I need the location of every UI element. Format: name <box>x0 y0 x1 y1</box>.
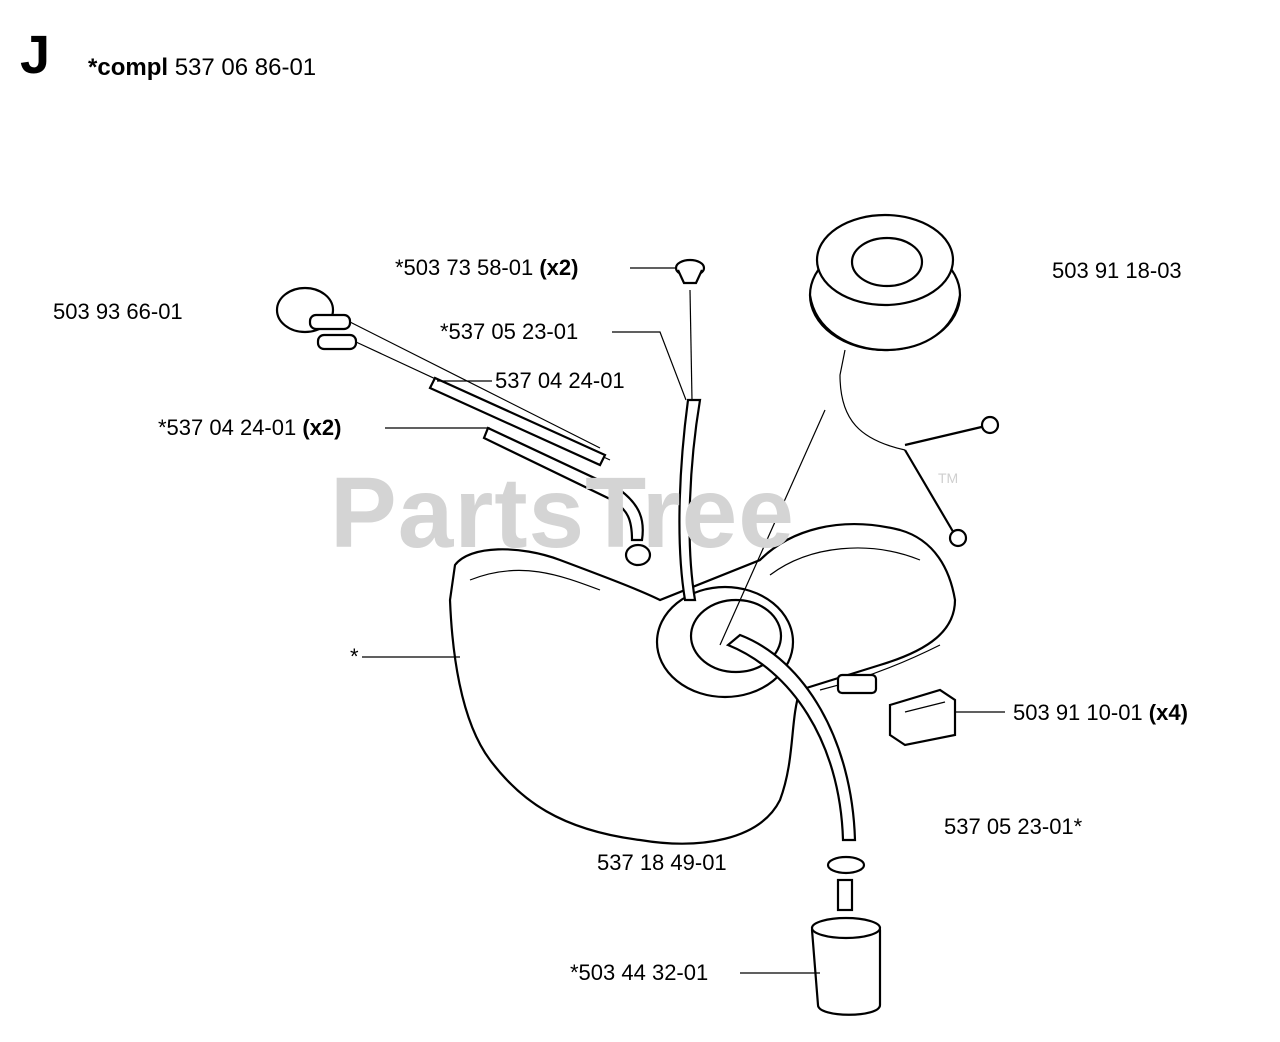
part-number: 537 18 49-01 <box>597 850 727 875</box>
compl-number: 537 06 86-01 <box>174 54 317 81</box>
parts-tree-watermark: PartsTree <box>330 457 795 569</box>
breather-valve <box>674 258 706 285</box>
part-number: 503 91 10-01 <box>1013 700 1143 725</box>
label-primer-bulb[interactable]: 503 93 66-01 <box>53 299 183 325</box>
label-fuel-filter[interactable]: *503 44 32-01 <box>570 960 708 986</box>
label-hose-upper[interactable]: 537 04 24-01 <box>495 368 625 394</box>
part-number: * <box>350 644 359 669</box>
part-number: *537 05 23-01 <box>440 319 579 344</box>
grommet <box>624 543 652 567</box>
part-number: 503 91 18-03 <box>1052 258 1182 283</box>
part-number: 503 93 66-01 <box>53 299 183 324</box>
part-qty: (x2) <box>539 255 579 280</box>
part-number: 537 05 23-01* <box>944 814 1083 839</box>
part-number: *503 44 32-01 <box>570 960 709 985</box>
rubber-buffer <box>836 673 957 747</box>
label-fuel-cap[interactable]: 503 91 18-03 <box>1052 258 1182 284</box>
label-fuel-hose-center[interactable]: *537 05 23-01 <box>440 319 578 345</box>
compl-prefix: *compl <box>88 54 169 81</box>
section-letter: J <box>20 25 51 85</box>
fuel-filter <box>810 878 882 1016</box>
part-qty: (x4) <box>1148 700 1188 725</box>
label-fuel-hose-right[interactable]: 537 05 23-01* <box>944 814 1082 840</box>
label-fuel-tank[interactable]: * <box>350 644 359 670</box>
label-breather-valve[interactable]: *503 73 58-01 (x2) <box>395 255 578 281</box>
o-ring <box>826 855 866 875</box>
center-fuel-hose <box>678 289 702 602</box>
part-number: *537 04 24-01 <box>158 415 297 440</box>
primer-bulb <box>275 286 358 351</box>
fuel-cap <box>808 213 1000 548</box>
label-rubber-buffer[interactable]: 503 91 10-01 (x4) <box>1013 700 1188 726</box>
part-number: *503 73 58-01 <box>395 255 534 280</box>
label-fuel-hose-bottom[interactable]: 537 18 49-01 <box>597 850 727 876</box>
filler-neck <box>655 585 795 699</box>
label-hose-lower[interactable]: *537 04 24-01 (x2) <box>158 415 341 441</box>
complete-assembly-title: *compl 537 06 86-01 <box>88 54 316 82</box>
trademark-mark: TM <box>938 470 959 486</box>
leader-lines <box>362 267 1005 974</box>
part-qty: (x2) <box>302 415 342 440</box>
bottom-fuel-hose <box>719 409 857 842</box>
primer-hoses <box>349 321 644 542</box>
part-number: 537 04 24-01 <box>495 368 625 393</box>
